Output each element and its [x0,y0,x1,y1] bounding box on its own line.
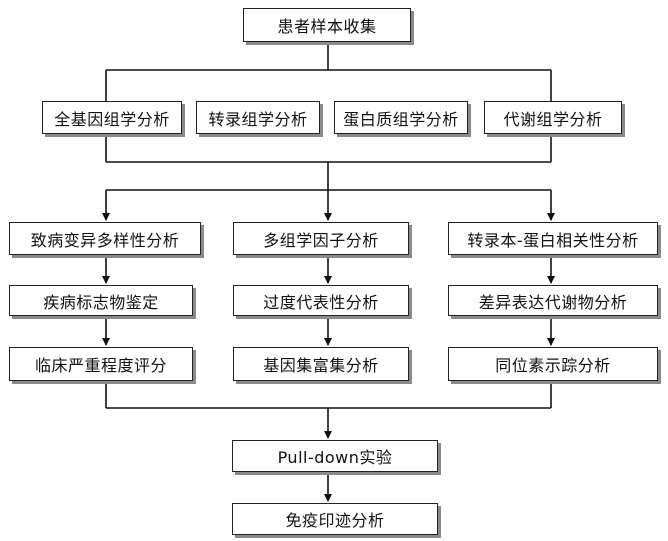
branch3-step1: 转录本-蛋白相关性分析 [448,222,658,255]
omics-node-genomics: 全基因组学分析 [42,101,182,134]
branch1-step3: 临床严重程度评分 [9,347,193,381]
omics-node-metabolomics: 代谢组学分析 [484,101,622,134]
final-node: 免疫印迹分析 [232,503,438,535]
branch2-step1: 多组学因子分析 [233,222,409,255]
branch1-step1: 致病变异多样性分析 [9,222,201,255]
validation-node: Pull-down实验 [232,440,438,472]
branch3-step2: 差异表达代谢物分析 [448,285,658,316]
root-node: 患者样本收集 [243,8,411,42]
branch1-step2: 疾病标志物鉴定 [9,285,193,316]
omics-node-proteomics: 蛋白质组学分析 [334,101,468,134]
branch2-step3: 基因集富集分析 [233,347,409,381]
branch3-step3: 同位素示踪分析 [448,347,658,381]
omics-node-transcriptomics: 转录组学分析 [196,101,320,134]
branch2-step2: 过度代表性分析 [233,285,409,316]
